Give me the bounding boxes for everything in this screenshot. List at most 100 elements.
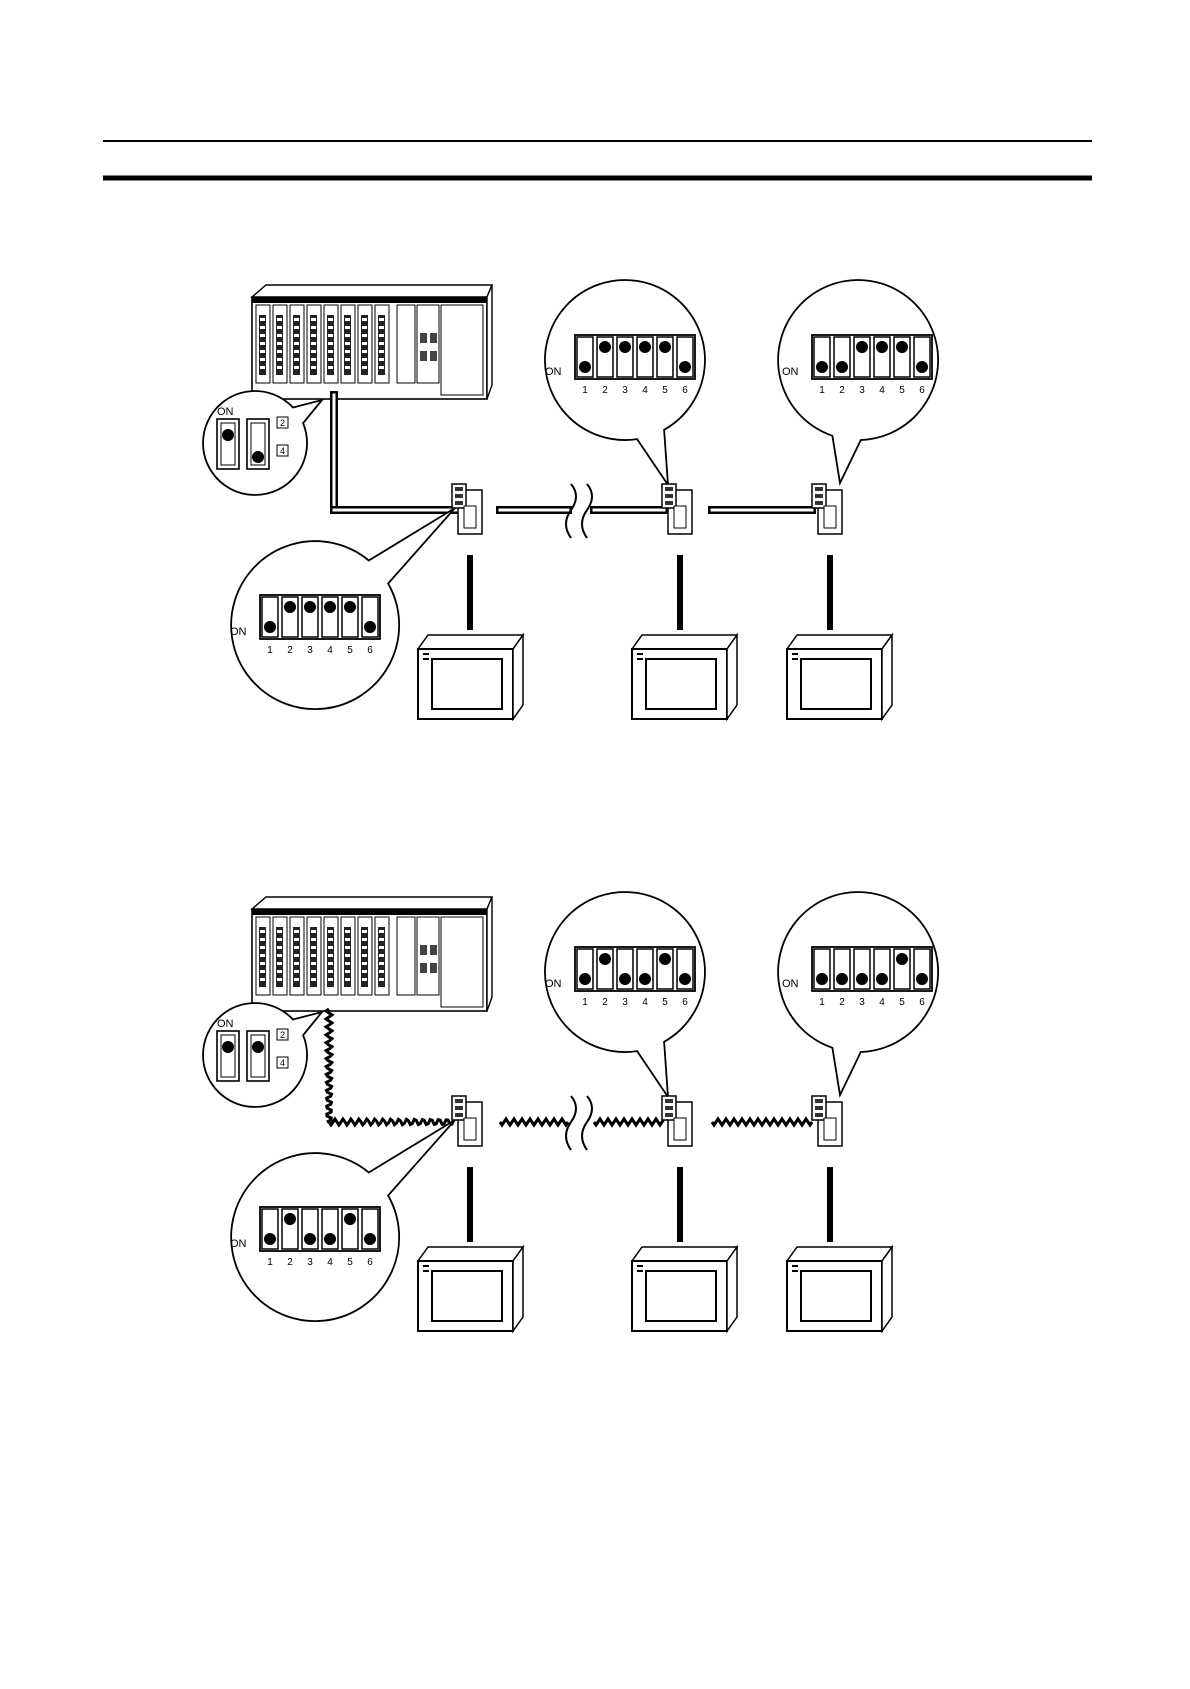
terminal-led: [423, 1265, 429, 1267]
plc-terminal: [294, 342, 299, 345]
rs422-adapter: [812, 1096, 842, 1146]
plc-terminal: [260, 930, 265, 933]
plc-terminal: [328, 342, 333, 345]
plc-terminal: [362, 978, 367, 981]
dip-pin-knob: [324, 1233, 336, 1245]
plc-port: [420, 945, 427, 955]
plc-terminal: [379, 318, 384, 321]
plc-comm-unit: [417, 917, 439, 995]
adapter-screw: [665, 1113, 673, 1117]
dip-on-label: ON: [782, 978, 799, 990]
terminal-side: [882, 1247, 892, 1331]
dip-pin-knob: [639, 973, 651, 985]
terminal-top: [418, 1247, 523, 1261]
plc-cpu-unit: [397, 917, 415, 995]
plc-port: [430, 333, 437, 343]
dip-pin-number: 3: [307, 645, 313, 656]
plc-terminal: [260, 938, 265, 941]
cable-segment-wavy: [326, 1009, 332, 1122]
plc-terminal: [294, 978, 299, 981]
terminal-led: [637, 653, 643, 655]
dip-pin-knob: [599, 341, 611, 353]
plc-terminal: [362, 342, 367, 345]
plc-terminal: [379, 342, 384, 345]
terminal-top: [418, 635, 523, 649]
plc-cpu-unit: [397, 305, 415, 383]
plc-port: [420, 333, 427, 343]
plc-terminal: [294, 358, 299, 361]
plc-terminal: [311, 978, 316, 981]
adapter-screw: [665, 487, 673, 491]
terminal-led: [423, 1270, 429, 1272]
rs422-adapter: [662, 1096, 692, 1146]
plc-port: [430, 351, 437, 361]
plc-terminal: [345, 962, 350, 965]
pt-terminal: [632, 635, 737, 719]
terminal-led: [792, 1270, 798, 1272]
terminal-led: [792, 658, 798, 660]
dip-pin-knob: [659, 341, 671, 353]
plc-terminal: [345, 318, 350, 321]
plc-terminal: [277, 318, 282, 321]
plc-terminal: [294, 938, 299, 941]
plc-dip-number: 4: [280, 1058, 285, 1068]
terminal-top: [632, 1247, 737, 1261]
plc-terminal: [362, 946, 367, 949]
adapter-screw: [455, 1113, 463, 1117]
plc-terminal: [362, 970, 367, 973]
plc-terminal: [328, 962, 333, 965]
plc-dip-knob: [222, 429, 234, 441]
plc-power-unit: [441, 305, 483, 395]
dip-pin-number: 1: [582, 385, 588, 396]
adapter-screw: [455, 1106, 463, 1110]
rs422-adapter: [452, 1096, 482, 1146]
adapter-dip-window: [674, 1118, 686, 1140]
plc-terminal: [345, 938, 350, 941]
dip-pin-number: 4: [642, 997, 648, 1008]
plc-power-unit: [441, 917, 483, 1007]
plc-terminal: [277, 350, 282, 353]
plc-terminal: [260, 350, 265, 353]
terminal-led: [792, 1265, 798, 1267]
plc-port: [420, 351, 427, 361]
plc-terminal: [260, 962, 265, 965]
plc-rack: [252, 285, 492, 399]
plc-terminal: [311, 938, 316, 941]
plc-dip-number: 4: [280, 446, 285, 456]
dip-pin-number: 5: [662, 385, 668, 396]
plc-terminal: [362, 326, 367, 329]
plc-terminal: [379, 326, 384, 329]
plc-terminal: [311, 342, 316, 345]
terminal-screen: [646, 659, 716, 709]
plc-side: [487, 897, 492, 1011]
dip-on-label: ON: [230, 1238, 247, 1250]
plc-top: [252, 285, 492, 297]
adapter-screw: [455, 1099, 463, 1103]
pt-terminal: [787, 1247, 892, 1331]
dip-pin-knob: [856, 341, 868, 353]
plc-dip-number: 2: [280, 1030, 285, 1040]
plc-terminal: [294, 366, 299, 369]
plc-terminal: [260, 326, 265, 329]
dip-pin-number: 1: [267, 645, 273, 656]
plc-side: [487, 285, 492, 399]
plc-terminal: [328, 318, 333, 321]
pt-terminal: [632, 1247, 737, 1331]
adapter-dip-window: [674, 506, 686, 528]
dip-pin-number: 5: [347, 645, 353, 656]
dip-pin-number: 1: [267, 1257, 273, 1268]
terminal-led: [423, 658, 429, 660]
terminal-led: [637, 658, 643, 660]
dip-pin-knob: [284, 1213, 296, 1225]
plc-terminal: [311, 962, 316, 965]
plc-terminal: [328, 326, 333, 329]
plc-terminal: [345, 978, 350, 981]
cable-segment-wavy: [500, 1119, 568, 1125]
plc-comm-unit: [417, 305, 439, 383]
plc-dip-number: 2: [280, 418, 285, 428]
terminal-side: [882, 635, 892, 719]
adapter-3-callout: [778, 280, 938, 483]
